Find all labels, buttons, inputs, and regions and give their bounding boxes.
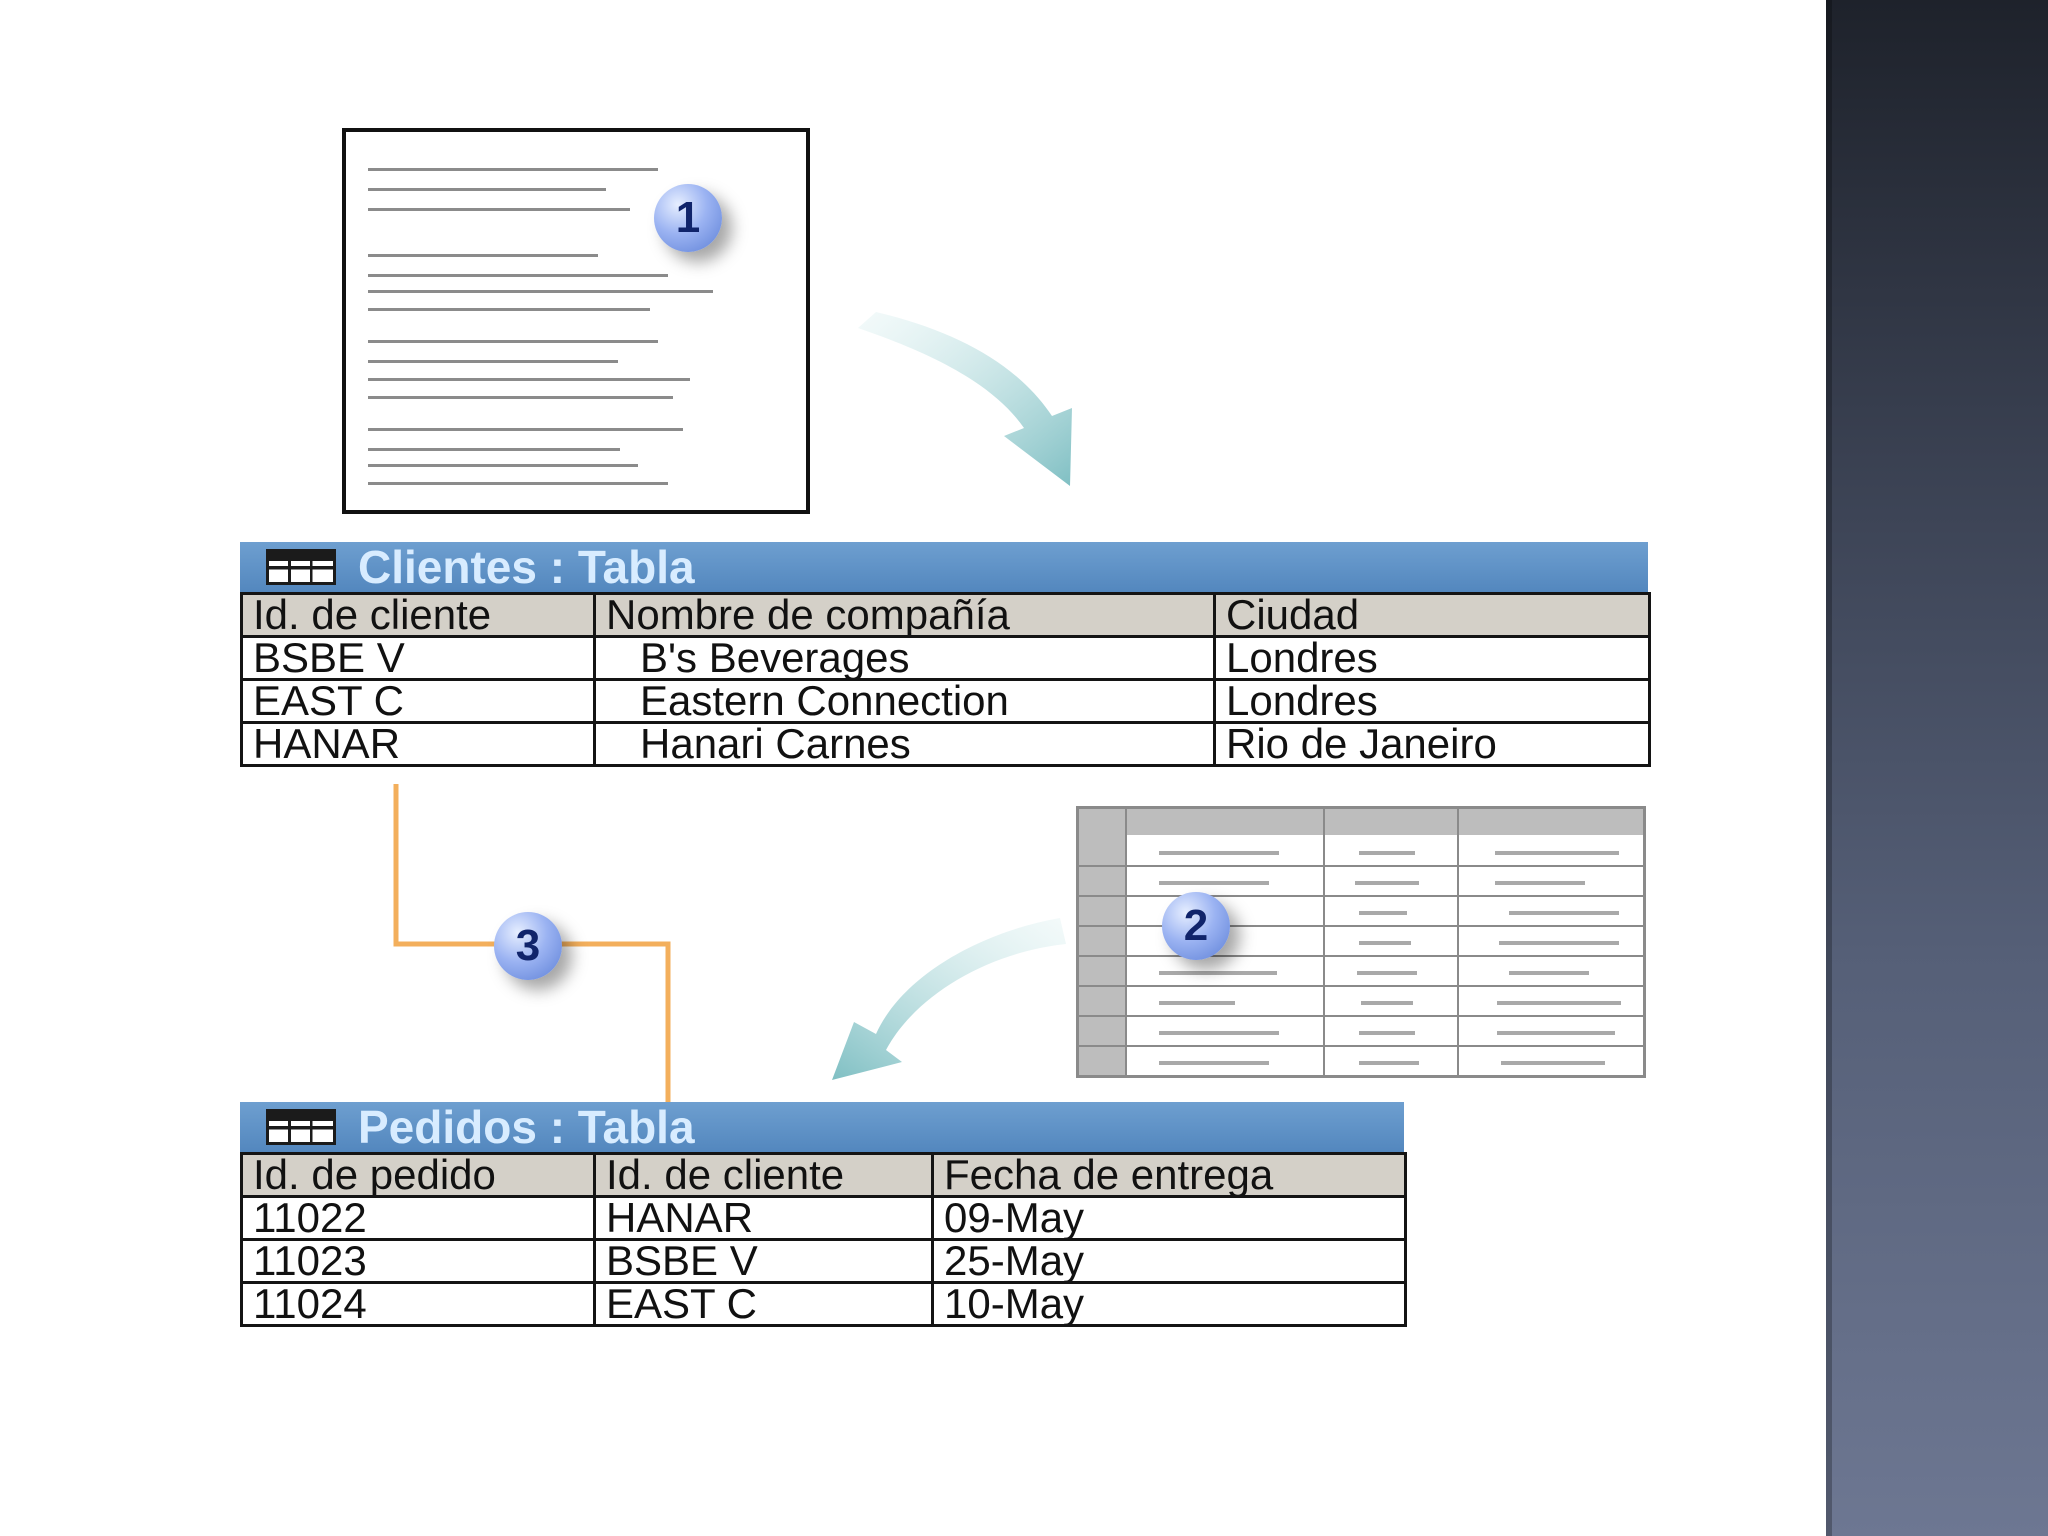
table-cell[interactable]: Londres: [1213, 635, 1651, 681]
table-cell[interactable]: HANAR: [240, 721, 596, 767]
callout-2: 2: [1162, 892, 1230, 960]
table-grid-icon: [266, 549, 336, 585]
column-header[interactable]: Ciudad: [1213, 592, 1651, 638]
table-cell[interactable]: 11024: [240, 1281, 596, 1327]
table-cell[interactable]: 09-May: [931, 1195, 1407, 1241]
pedidos-title: Pedidos : Tabla: [358, 1102, 695, 1152]
table-cell[interactable]: EAST C: [240, 678, 596, 724]
pedidos-table-window: Pedidos : Tabla Id. de pedido Id. de cli…: [240, 1102, 1407, 1327]
table-row[interactable]: BSBE V B's Beverages Londres: [240, 635, 1651, 681]
table-row[interactable]: EAST C Eastern Connection Londres: [240, 678, 1651, 724]
clientes-title-bar: Clientes : Tabla: [240, 542, 1648, 592]
clientes-table-window: Clientes : Tabla Id. de cliente Nombre d…: [240, 542, 1651, 767]
table-cell[interactable]: 10-May: [931, 1281, 1407, 1327]
table-grid-icon: [266, 1109, 336, 1145]
table-cell[interactable]: BSBE V: [593, 1238, 934, 1284]
table-cell[interactable]: BSBE V: [240, 635, 596, 681]
table-header-row: Id. de pedido Id. de cliente Fecha de en…: [240, 1152, 1407, 1198]
spreadsheet-illustration: [1076, 806, 1646, 1078]
table-cell[interactable]: 11022: [240, 1195, 596, 1241]
table-cell[interactable]: Eastern Connection: [593, 678, 1216, 724]
table-cell[interactable]: B's Beverages: [593, 635, 1216, 681]
decorative-side-panel: [1826, 0, 2048, 1536]
column-header[interactable]: Id. de pedido: [240, 1152, 596, 1198]
callout-1: 1: [654, 184, 722, 252]
table-cell[interactable]: 25-May: [931, 1238, 1407, 1284]
table-row[interactable]: HANAR Hanari Carnes Rio de Janeiro: [240, 721, 1651, 767]
table-cell[interactable]: EAST C: [593, 1281, 934, 1327]
table-cell[interactable]: HANAR: [593, 1195, 934, 1241]
table-header-row: Id. de cliente Nombre de compañía Ciudad: [240, 592, 1651, 638]
column-header[interactable]: Id. de cliente: [593, 1152, 934, 1198]
table-cell[interactable]: Hanari Carnes: [593, 721, 1216, 767]
table-row[interactable]: 11024 EAST C 10-May: [240, 1281, 1407, 1327]
clientes-title: Clientes : Tabla: [358, 542, 695, 592]
table-cell[interactable]: Londres: [1213, 678, 1651, 724]
table-cell[interactable]: Rio de Janeiro: [1213, 721, 1651, 767]
clientes-table: Id. de cliente Nombre de compañía Ciudad…: [240, 592, 1651, 767]
table-cell[interactable]: 11023: [240, 1238, 596, 1284]
column-header[interactable]: Fecha de entrega: [931, 1152, 1407, 1198]
table-row[interactable]: 11022 HANAR 09-May: [240, 1195, 1407, 1241]
column-header[interactable]: Nombre de compañía: [593, 592, 1216, 638]
table-row[interactable]: 11023 BSBE V 25-May: [240, 1238, 1407, 1284]
source-document: [342, 128, 810, 514]
callout-3: 3: [494, 912, 562, 980]
pedidos-table: Id. de pedido Id. de cliente Fecha de en…: [240, 1152, 1407, 1327]
pedidos-title-bar: Pedidos : Tabla: [240, 1102, 1404, 1152]
column-header[interactable]: Id. de cliente: [240, 592, 596, 638]
